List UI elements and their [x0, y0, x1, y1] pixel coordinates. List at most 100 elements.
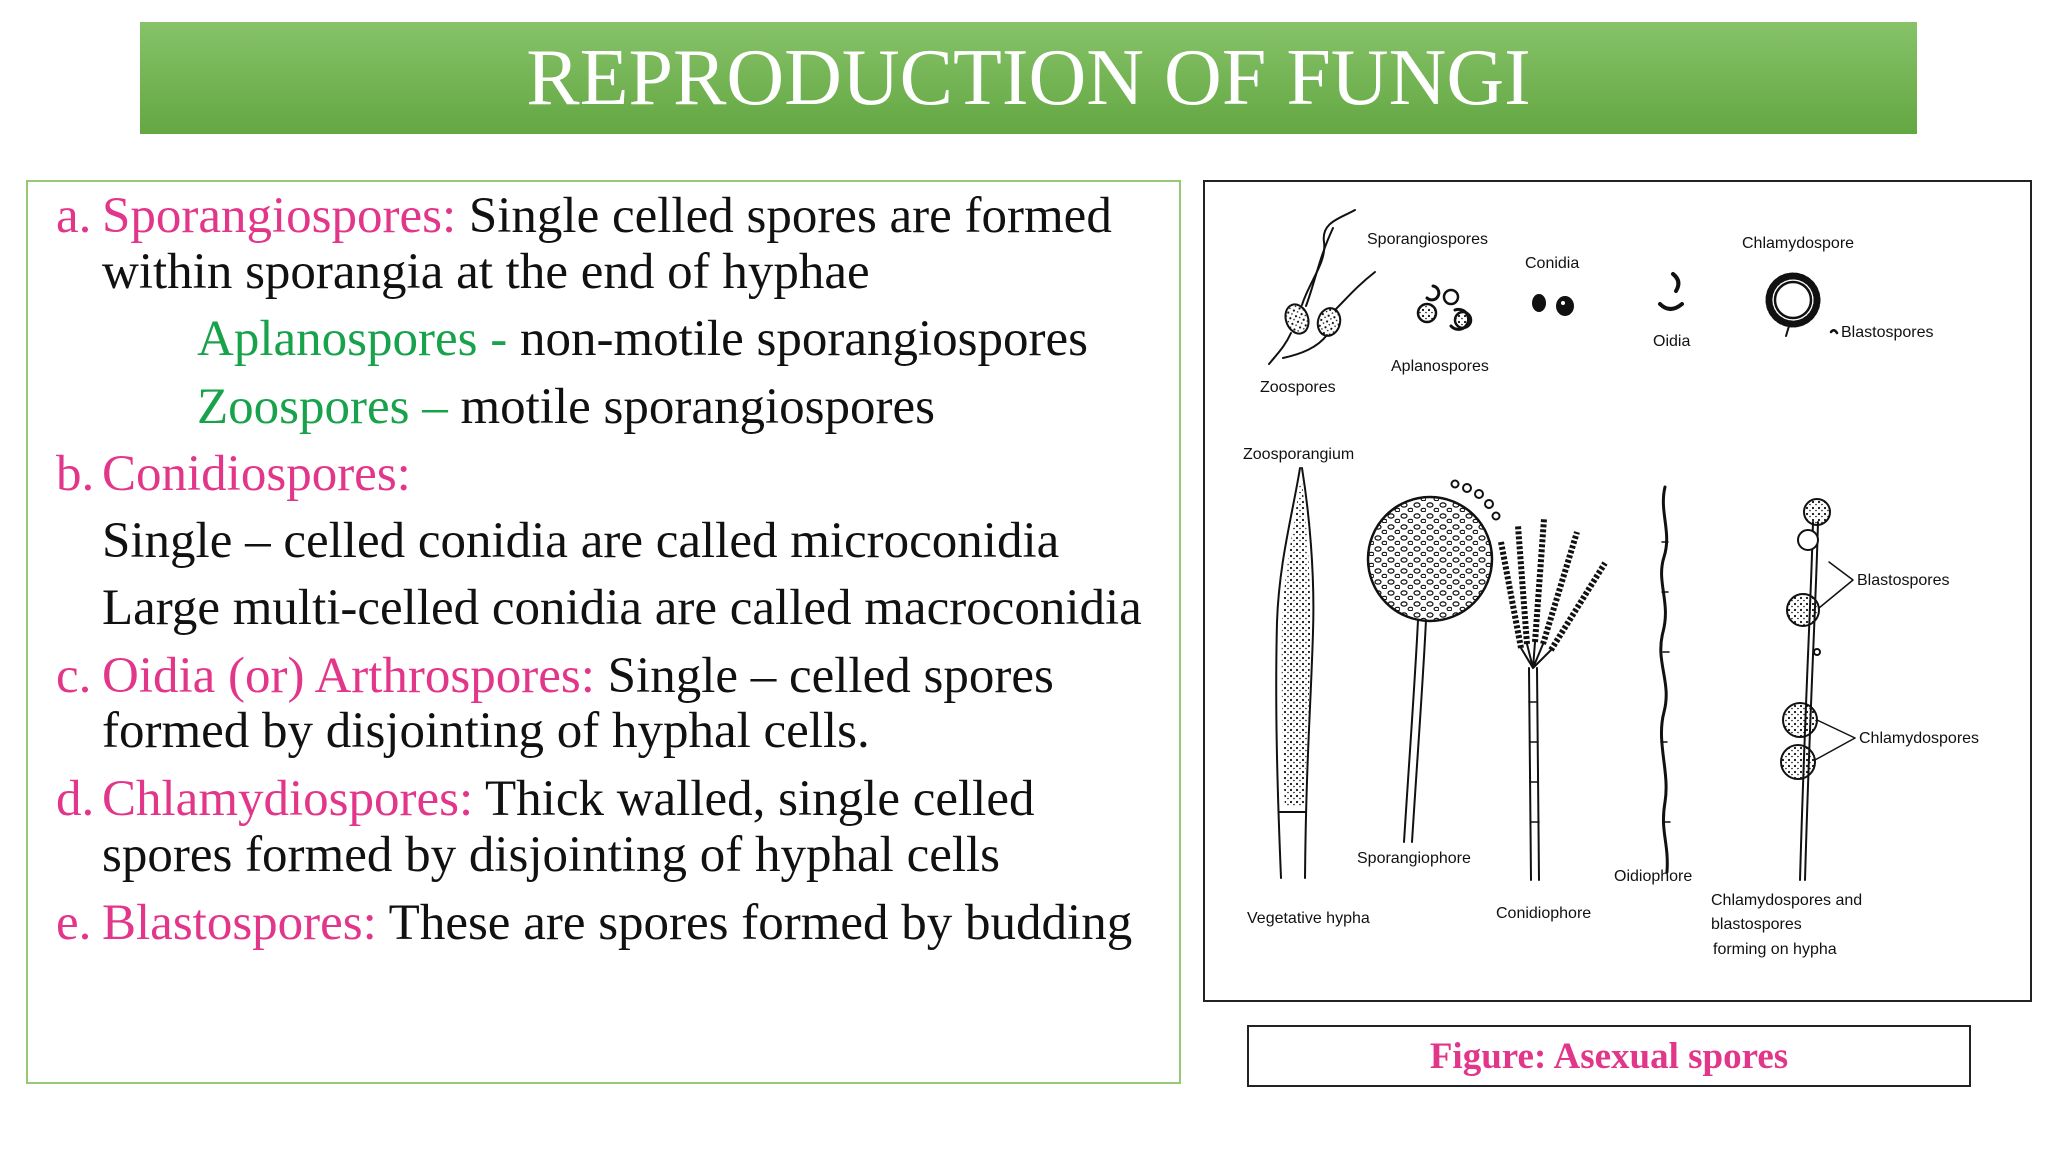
label-blastospores-top: Blastospores — [1841, 324, 1934, 341]
oidiophore-notches — [1660, 541, 1671, 823]
conidium — [1556, 296, 1574, 316]
label-conidia: Conidia — [1525, 255, 1579, 272]
conidiophore-stalk — [1528, 667, 1532, 881]
zoosporangium-contents — [1281, 482, 1311, 807]
label-oidia: Oidia — [1653, 333, 1690, 350]
conidium — [1532, 294, 1546, 312]
item-definition-continuation: formed by disjointing of hyphal cells. — [102, 703, 870, 759]
subitem-definition: non-motile sporangiospores — [519, 311, 1088, 367]
zoospore-body — [1316, 307, 1342, 337]
pointer-line — [1814, 719, 1856, 761]
subitem-aplanospores: Aplanospores - non-motile sporangiospore… — [197, 311, 1088, 367]
figure-caption-box: Figure: Asexual spores — [1247, 1025, 1971, 1087]
item-term: Sporangiospores: — [102, 188, 457, 244]
flagellum — [1268, 332, 1292, 365]
subitem-term: Aplanospores - — [197, 311, 508, 367]
label-chlamydo-blasto-note-line1: Chlamydospores and — [1711, 892, 1862, 909]
subitem-term: Zoospores – — [197, 379, 448, 435]
oidium — [1658, 302, 1684, 311]
item-b-line: b.Conidiospores: — [56, 446, 411, 502]
figure-illustration: Sporangiospores Conidia Chlamydospore Bl… — [1243, 209, 1979, 958]
label-sporangiophore: Sporangiophore — [1357, 850, 1471, 867]
hypha-wall — [1301, 467, 1315, 879]
item-marker: e. — [56, 895, 92, 951]
blastospore-mark — [1829, 329, 1839, 335]
label-conidiophore: Conidiophore — [1496, 905, 1591, 922]
item-detail: Large multi-celled conidia are called ma… — [102, 580, 1142, 636]
label-oidiophore: Oidiophore — [1614, 868, 1692, 885]
item-definition: Thick walled, single celled — [485, 771, 1035, 827]
chlamydospore — [1782, 702, 1818, 738]
item-b-detail: Large multi-celled conidia are called ma… — [102, 580, 1142, 636]
label-chlamydo-blasto-note-line3: forming on hypha — [1713, 941, 1837, 958]
hypha-wall — [1799, 521, 1814, 881]
aplanospore — [1416, 302, 1438, 324]
conidia-chain — [1532, 518, 1547, 643]
blastospore — [1797, 529, 1819, 551]
label-zoospores: Zoospores — [1260, 379, 1336, 396]
sporangium — [1366, 495, 1494, 623]
sporangiophore-stalk — [1403, 619, 1419, 843]
aplanospore — [1425, 284, 1441, 302]
item-marker: c. — [56, 648, 92, 704]
aplanospores-drawing — [1416, 284, 1473, 331]
pointer-line — [1818, 561, 1854, 609]
item-e-line: e.Blastospores: These are spores formed … — [56, 895, 1132, 951]
flagellum — [1305, 227, 1334, 307]
item-marker: d. — [56, 771, 95, 827]
chlamydospore-hypha-drawing — [1780, 498, 1856, 881]
hypha-wall — [1804, 521, 1819, 881]
flagellum — [1301, 209, 1356, 306]
item-d-continuation: spores formed by disjointing of hyphal c… — [102, 827, 1000, 883]
flagellum — [1334, 271, 1376, 311]
sporangiophore-stalk — [1411, 619, 1427, 843]
label-sporangiospores: Sporangiospores — [1367, 231, 1488, 248]
item-definition-continuation: within sporangia at the end of hyphae — [102, 244, 870, 300]
item-term: Blastospores: — [102, 895, 377, 951]
item-term: Conidiospores: — [102, 446, 411, 502]
oidium — [1671, 272, 1681, 293]
item-definition: Single celled spores are formed — [468, 188, 1112, 244]
item-b-detail: Single – celled conidia are called micro… — [102, 513, 1059, 569]
item-term: Oidia (or) Arthrospores: — [102, 648, 595, 704]
oidiophore-hypha — [1659, 485, 1669, 874]
chlamydospore-drawing — [1765, 272, 1821, 337]
hypha-wall — [1275, 467, 1301, 879]
item-detail: Single – celled conidia are called micro… — [102, 513, 1060, 569]
zoospore-body — [1284, 303, 1310, 335]
zoosporangium-drawing — [1275, 467, 1315, 879]
released-spore — [1491, 511, 1501, 521]
conidiophore-drawing — [1498, 518, 1608, 881]
label-aplanospores: Aplanospores — [1391, 358, 1489, 375]
content-box: a.Sporangiospores: Single celled spores … — [26, 180, 1181, 1084]
blastospore — [1803, 498, 1831, 526]
asexual-spores-figure: Sporangiospores Conidia Chlamydospore Bl… — [1203, 180, 2032, 1002]
label-blastospores-hypha: Blastospores — [1857, 572, 1950, 589]
item-c-continuation: formed by disjointing of hyphal cells. — [102, 703, 870, 759]
figure-drawings — [1268, 209, 1856, 881]
label-chlamydo-blasto-note-line2: blastospores — [1711, 916, 1802, 933]
released-spore — [1450, 479, 1460, 489]
chlamydospore — [1780, 744, 1816, 780]
conidia-drawing — [1532, 294, 1574, 316]
item-marker: a. — [56, 188, 92, 244]
bud — [1813, 648, 1821, 656]
conidia-chain — [1498, 541, 1524, 649]
item-a-line: a.Sporangiospores: Single celled spores … — [56, 188, 1112, 244]
item-definition-continuation: spores formed by disjointing of hyphal c… — [102, 827, 1001, 883]
sporangium-drawing — [1366, 479, 1501, 843]
subitem-zoospores: Zoospores – motile sporangiospores — [197, 379, 935, 435]
chlamydospore-spiky-wall — [1765, 272, 1821, 328]
aplanospore — [1442, 288, 1460, 306]
label-chlamydospore: Chlamydospore — [1742, 235, 1854, 252]
figure-labels: Sporangiospores Conidia Chlamydospore Bl… — [1243, 231, 1979, 958]
oidiophore-drawing — [1659, 485, 1671, 874]
zoospores-drawing — [1268, 209, 1376, 365]
figure-caption: Figure: Asexual spores — [1429, 1035, 1789, 1077]
conidiophore-septa — [1528, 701, 1540, 823]
item-definition: Single – celled spores — [607, 648, 1054, 704]
item-marker: b. — [56, 446, 95, 502]
metulae — [1520, 641, 1552, 669]
released-spore — [1474, 489, 1484, 499]
